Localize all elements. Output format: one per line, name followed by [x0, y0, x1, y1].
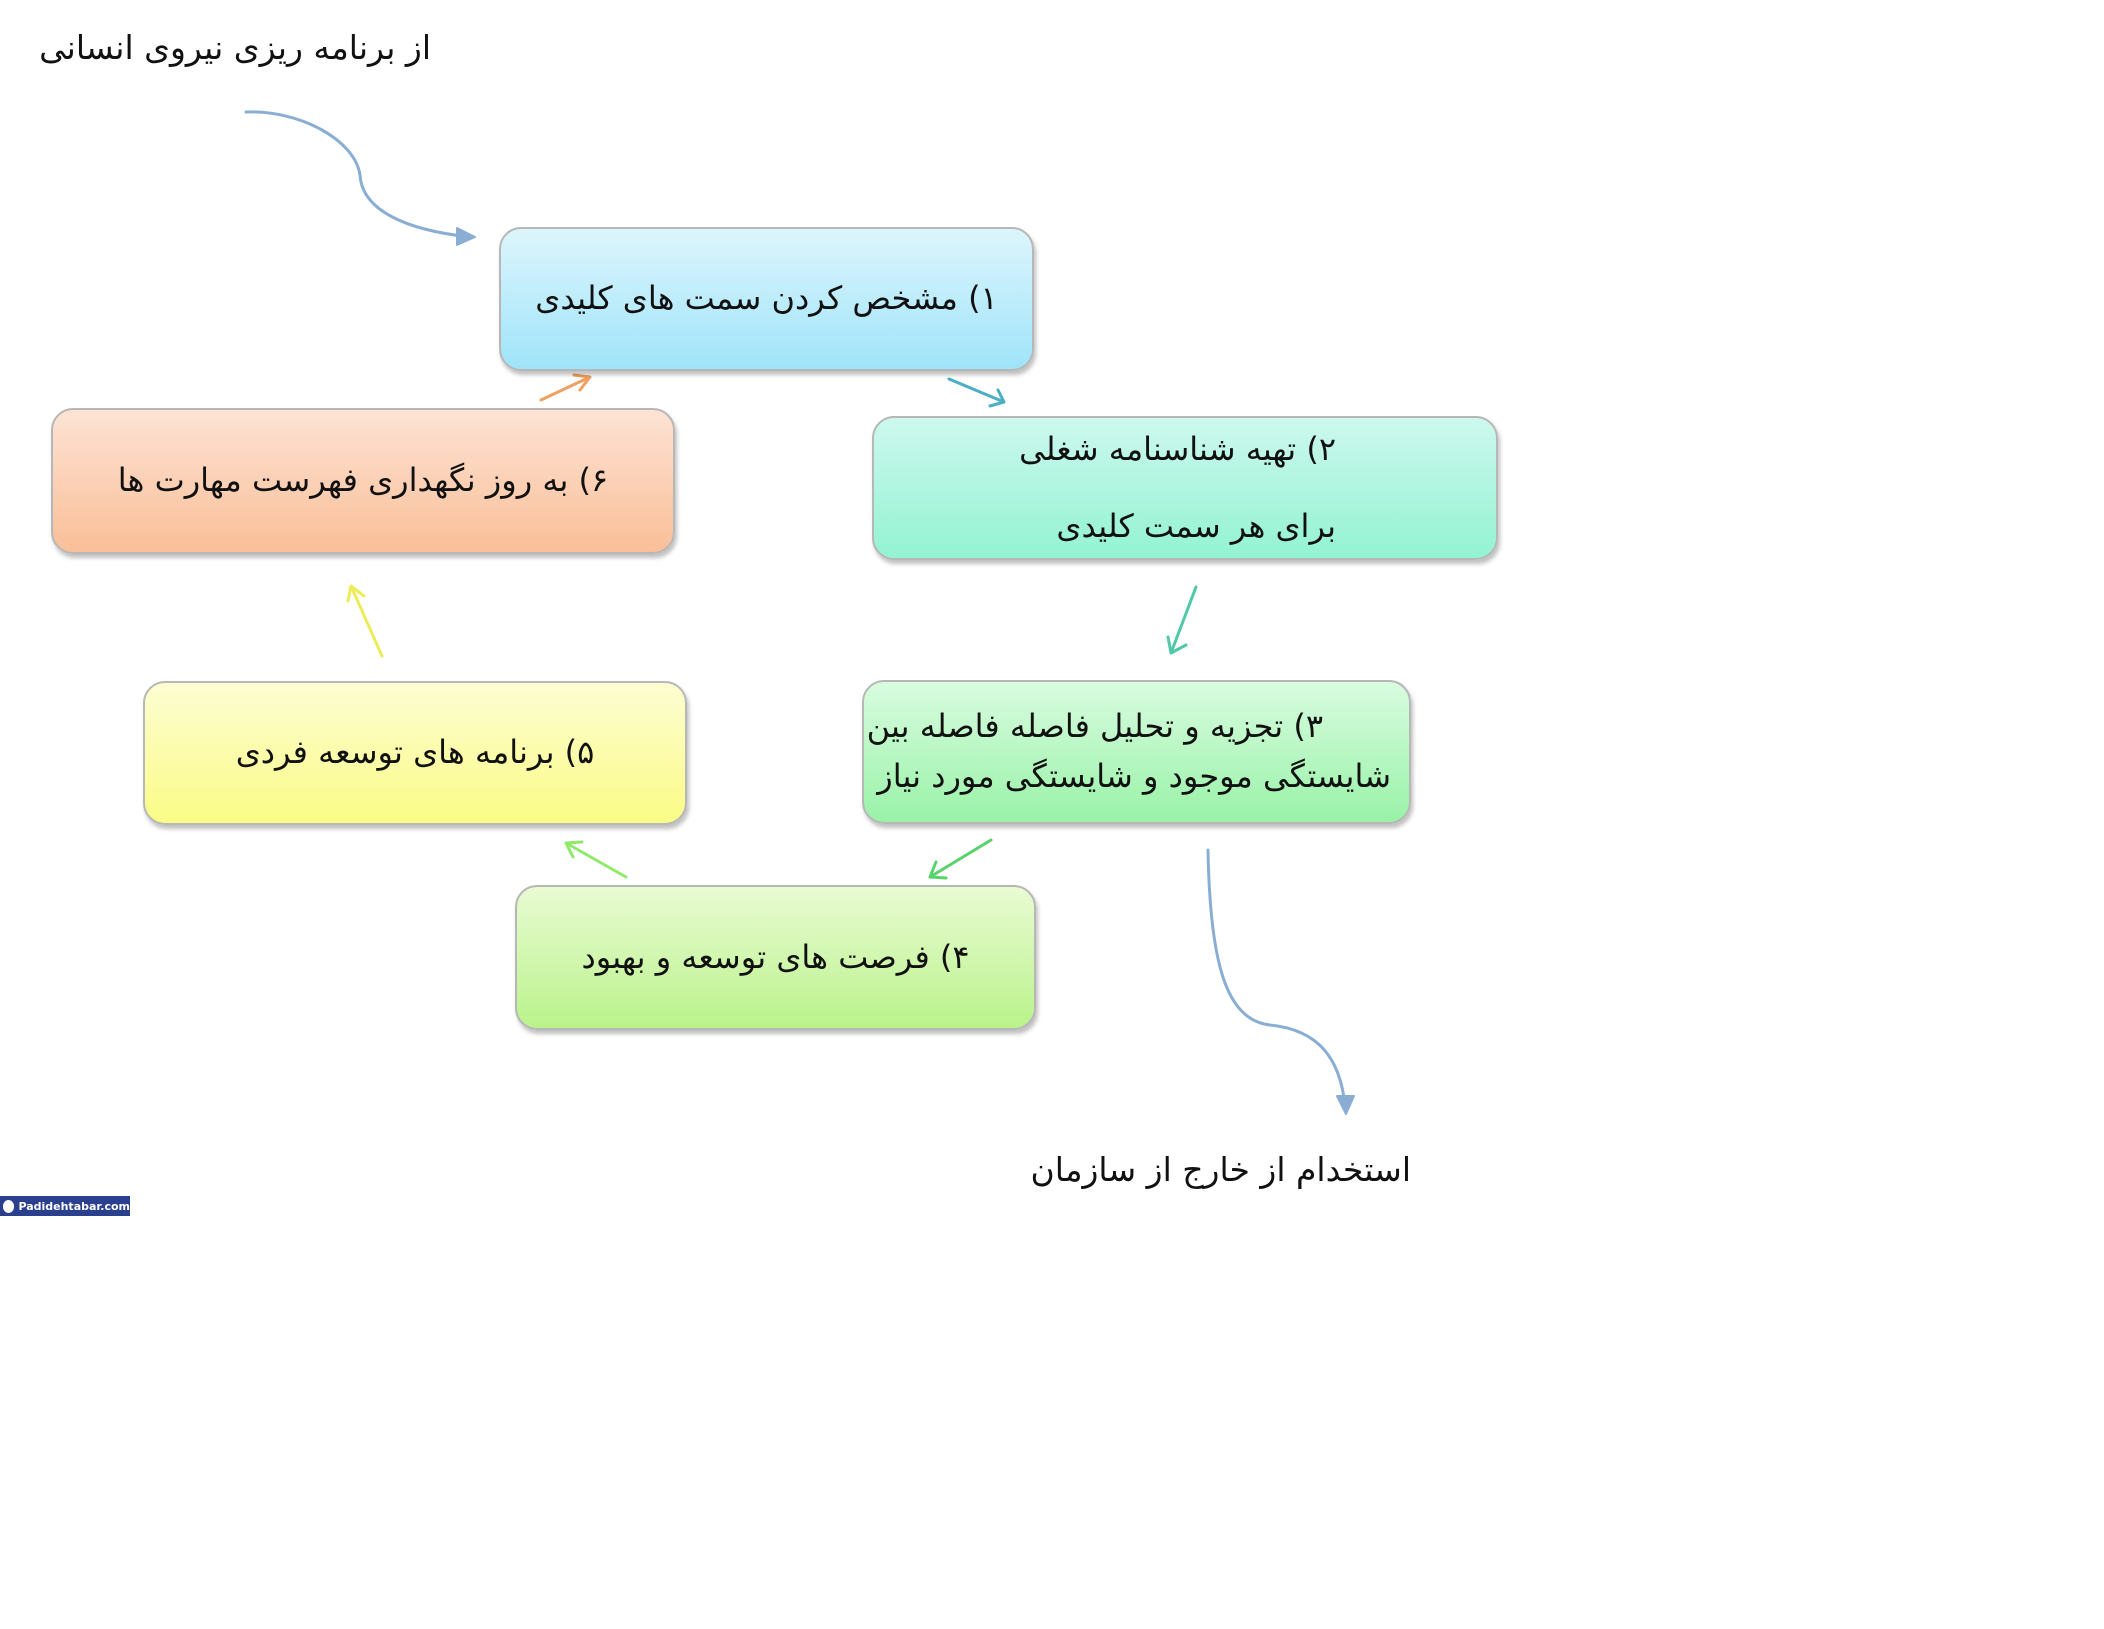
input-arrow	[244, 110, 472, 239]
output-label: استخدام از خارج از سازمان	[1030, 1150, 1411, 1189]
watermark-badge[interactable]: Padidehtabar.com	[0, 1196, 130, 1216]
step-6-text: ۶) به روز نگهداری فهرست مهارت ها	[117, 461, 609, 500]
input-arrow-head	[456, 227, 476, 246]
step-3-text-line-2: شایستگی موجود و شایستگی مورد نیاز	[877, 757, 1391, 795]
step-3-text-line-1: ۳) تجزیه و تحلیل فاصله فاصله بین	[866, 707, 1323, 746]
output-arrow-head	[1336, 1095, 1355, 1115]
output-arrow	[1206, 848, 1347, 1107]
step-1-box: ۱) مشخص کردن سمت های کلیدی	[499, 227, 1034, 371]
arrow-4-to-5	[564, 840, 628, 879]
watermark-text: Padidehtabar.com	[18, 1199, 130, 1213]
input-label: از برنامه ریزی نیروی انسانی	[39, 28, 431, 67]
step-4-box: ۴) فرصت های توسعه و بهبود	[515, 885, 1036, 1030]
step-1-text: ۱) مشخص کردن سمت های کلیدی	[535, 279, 998, 318]
arrow-2-to-3	[1166, 585, 1198, 655]
watermark-logo-icon	[3, 1199, 15, 1213]
step-2-text-line-2: برای هر سمت کلیدی	[1056, 507, 1336, 545]
step-3-box: ۳) تجزیه و تحلیل فاصله فاصله بین شایستگی…	[862, 680, 1411, 824]
connector-arrows	[244, 110, 1355, 1115]
step-2-box: ۲) تهیه شناسنامه شغلی برای هر سمت کلیدی	[872, 416, 1498, 560]
arrow-5-to-6	[346, 584, 384, 658]
step-5-text: ۵) برنامه های توسعه فردی	[235, 733, 595, 772]
step-6-box: ۶) به روز نگهداری فهرست مهارت ها	[51, 408, 675, 554]
arrow-1-to-2	[947, 377, 1006, 408]
step-4-text: ۴) فرصت های توسعه و بهبود	[581, 937, 970, 976]
step-2-text-line-1: ۲) تهیه شناسنامه شغلی	[1019, 430, 1336, 469]
arrow-3-to-4	[928, 838, 993, 880]
step-5-box: ۵) برنامه های توسعه فردی	[143, 681, 687, 825]
arrow-6-to-1	[539, 373, 592, 402]
